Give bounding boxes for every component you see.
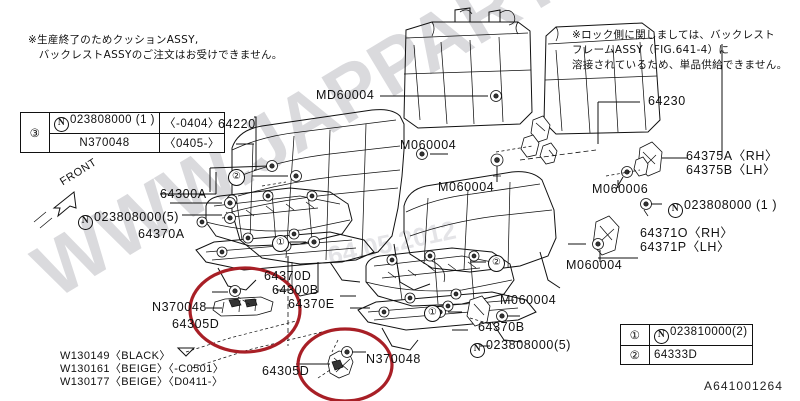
label-m060004-upper: M060004 — [400, 138, 457, 152]
label-64305d-bottom: 64305D — [262, 364, 310, 378]
rear-backrest-right — [543, 22, 661, 135]
label-m060004-mid: M060004 — [438, 180, 495, 194]
label-64375a-rh: 64375A〈RH〉 — [686, 149, 779, 163]
note-right-lock-side: ※ロック側に関しましては、バックレスト フレームASSY（FIG.641-4）に… — [572, 29, 788, 72]
trim-code-black: W130149〈BLACK〉 — [60, 350, 171, 362]
circled-n-icon: N — [668, 203, 683, 218]
label-64305d-left: 64305D — [172, 317, 220, 331]
callout-1-lower: ① — [424, 305, 441, 322]
callout-index-cell: ② — [620, 345, 650, 365]
circled-n-icon: N — [78, 215, 93, 230]
label-64370d: 64370D — [264, 269, 312, 283]
date-range-cell: 〈-0404〉 — [159, 112, 225, 134]
leader-lines — [33, 44, 723, 369]
trim-code-beige-old: W130161〈BEIGE〉〈-C0501〉 — [60, 363, 225, 375]
table-row: N370048 〈0405-〉 — [21, 133, 225, 153]
label-64371p-lh: 64371P〈LH〉 — [640, 240, 731, 254]
red-circle-bottom — [296, 327, 394, 401]
part-number-cell: N370048 — [48, 133, 161, 153]
callout-2-lower: ② — [488, 255, 505, 272]
date-range-cell: 〈0405-〉 — [159, 133, 225, 153]
bracket-64305d-left — [212, 285, 274, 317]
label-n370048-bottom: N370048 — [366, 352, 421, 366]
part-number-text: 023808000(5) — [94, 210, 180, 224]
label-64371o-rh: 64371O〈RH〉 — [640, 226, 734, 240]
seat-cushion-main — [231, 109, 561, 297]
label-64370e: 64370E — [288, 297, 335, 311]
bracket-64305d-bottom — [317, 339, 366, 379]
part-number-cell: 64333D — [649, 345, 753, 365]
sheet-code: A641001264 — [704, 379, 784, 393]
rear-backrest-left — [403, 7, 533, 129]
seat-frame-left — [195, 187, 375, 291]
label-64300b: 64300B — [272, 283, 319, 297]
callout-index-cell: ① — [620, 324, 650, 346]
seat-frame-right — [357, 247, 537, 351]
label-m060004-right: M060004 — [566, 258, 623, 272]
callout-2-upper: ② — [228, 169, 245, 186]
label-m060006: M060006 — [592, 182, 649, 196]
circled-n-icon: N — [54, 117, 69, 132]
label-64375b-lh: 64375B〈LH〉 — [686, 163, 777, 177]
label-md60004-top: MD60004 — [316, 88, 375, 102]
label-64220: 64220 — [218, 117, 256, 131]
red-circle-left — [188, 266, 302, 354]
part-number-text: 023808000(5) — [486, 338, 572, 352]
backrest-hinge-brackets — [490, 115, 663, 262]
label-n370048-left: N370048 — [152, 300, 207, 314]
part-number-text: 023810000(2) — [670, 326, 748, 338]
label-64370a: 64370A — [138, 227, 185, 241]
part-number-text: 023808000 (1 ) — [684, 198, 778, 212]
highlight-annotations — [188, 266, 394, 401]
label-64230: 64230 — [648, 94, 686, 108]
trim-code-beige-new: W130177〈BEIGE〉〈D0411-〉 — [60, 376, 224, 388]
callout-1-upper: ① — [272, 235, 289, 252]
circled-n-icon: N — [654, 329, 669, 344]
label-64370b: 64370B — [478, 320, 525, 334]
table-row: ② 64333D — [620, 345, 753, 365]
group-index-cell: ③ — [20, 112, 50, 153]
note-left-discontinued: ※生産終了のためクッションASSY, バックレストASSYのご注文はお受けできま… — [28, 34, 283, 62]
label-m060004-lower: M060004 — [500, 293, 557, 307]
circled-n-icon: N — [470, 343, 485, 358]
part-number-text: 023808000 (1 ) — [70, 114, 156, 126]
label-64300a: 64300A — [160, 187, 207, 201]
